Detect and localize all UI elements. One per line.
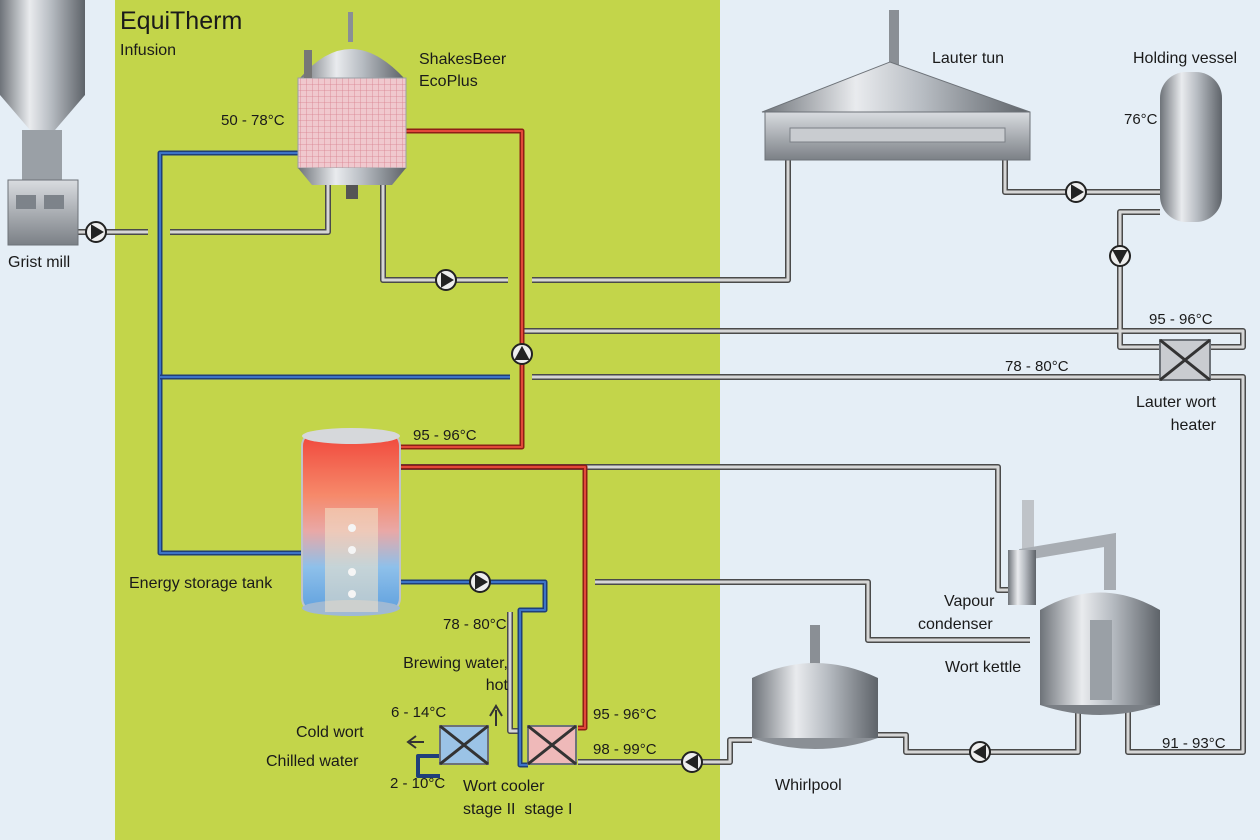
diagram-subtitle: Infusion — [120, 42, 177, 59]
whirlpool-icon — [752, 625, 878, 749]
label-chilled-water: Chilled water — [266, 753, 359, 770]
label-brewing-water-1: Brewing water, — [403, 655, 508, 672]
lauter-tun-icon — [761, 10, 1031, 161]
temp-kettle: 91 - 93°C — [1162, 735, 1226, 752]
label-holding-vessel: Holding vessel — [1133, 50, 1238, 67]
label-lauter-tun: Lauter tun — [932, 50, 1005, 67]
grist-mill-icon — [0, 0, 85, 246]
diagram-title: EquiTherm — [120, 7, 243, 35]
label-brewing-water-2: hot — [485, 677, 508, 694]
label-cold-wort: Cold wort — [296, 724, 364, 741]
label-vapour-condenser-2: condenser — [918, 616, 993, 633]
label-lauter-wort-heater-1: Lauter wort — [1135, 394, 1216, 411]
wort-pipes — [78, 160, 1246, 765]
temp-cooler-wort-in: 98 - 99°C — [593, 741, 657, 758]
heat-exchanger-icon — [1159, 338, 1211, 382]
label-energy-storage-tank: Energy storage tank — [129, 575, 273, 592]
temp-holding: 76°C — [1124, 111, 1158, 128]
temp-cooler-hot: 95 - 96°C — [593, 706, 657, 723]
wort-kettle-icon — [1008, 500, 1160, 715]
label-mash-tun-1: ShakesBeer — [419, 51, 507, 68]
label-grist-mill: Grist mill — [8, 254, 71, 271]
hot-pipes — [400, 128, 588, 731]
temp-heater-out: 78 - 80°C — [1005, 358, 1069, 375]
temp-heater-in: 95 - 96°C — [1149, 311, 1213, 328]
temp-cold-wort: 6 - 14°C — [391, 704, 447, 721]
equitherm-zone — [115, 0, 720, 840]
label-lauter-wort-heater-2: heater — [1170, 417, 1216, 434]
temp-cooler-return: 78 - 80°C — [443, 616, 507, 633]
label-wort-cooler-1: Wort cooler — [463, 778, 545, 795]
temp-chilled-water: 2 - 10°C — [390, 775, 446, 792]
temp-storage-top: 95 - 96°C — [413, 427, 477, 444]
cold-pipes — [157, 150, 548, 778]
label-wort-kettle: Wort kettle — [945, 659, 1022, 676]
label-wort-cooler-2: stage II stage I — [463, 801, 573, 818]
label-mash-tun-2: EcoPlus — [419, 73, 478, 90]
label-vapour-condenser-1: Vapour — [944, 593, 995, 610]
label-whirlpool: Whirlpool — [775, 777, 842, 794]
mash-tun-icon — [297, 12, 407, 199]
temp-mash: 50 - 78°C — [221, 112, 285, 129]
wort-cooler-icon — [406, 704, 577, 766]
pump-icons — [85, 181, 1131, 773]
energy-storage-tank-icon — [301, 428, 401, 616]
holding-vessel-icon — [1160, 72, 1222, 222]
